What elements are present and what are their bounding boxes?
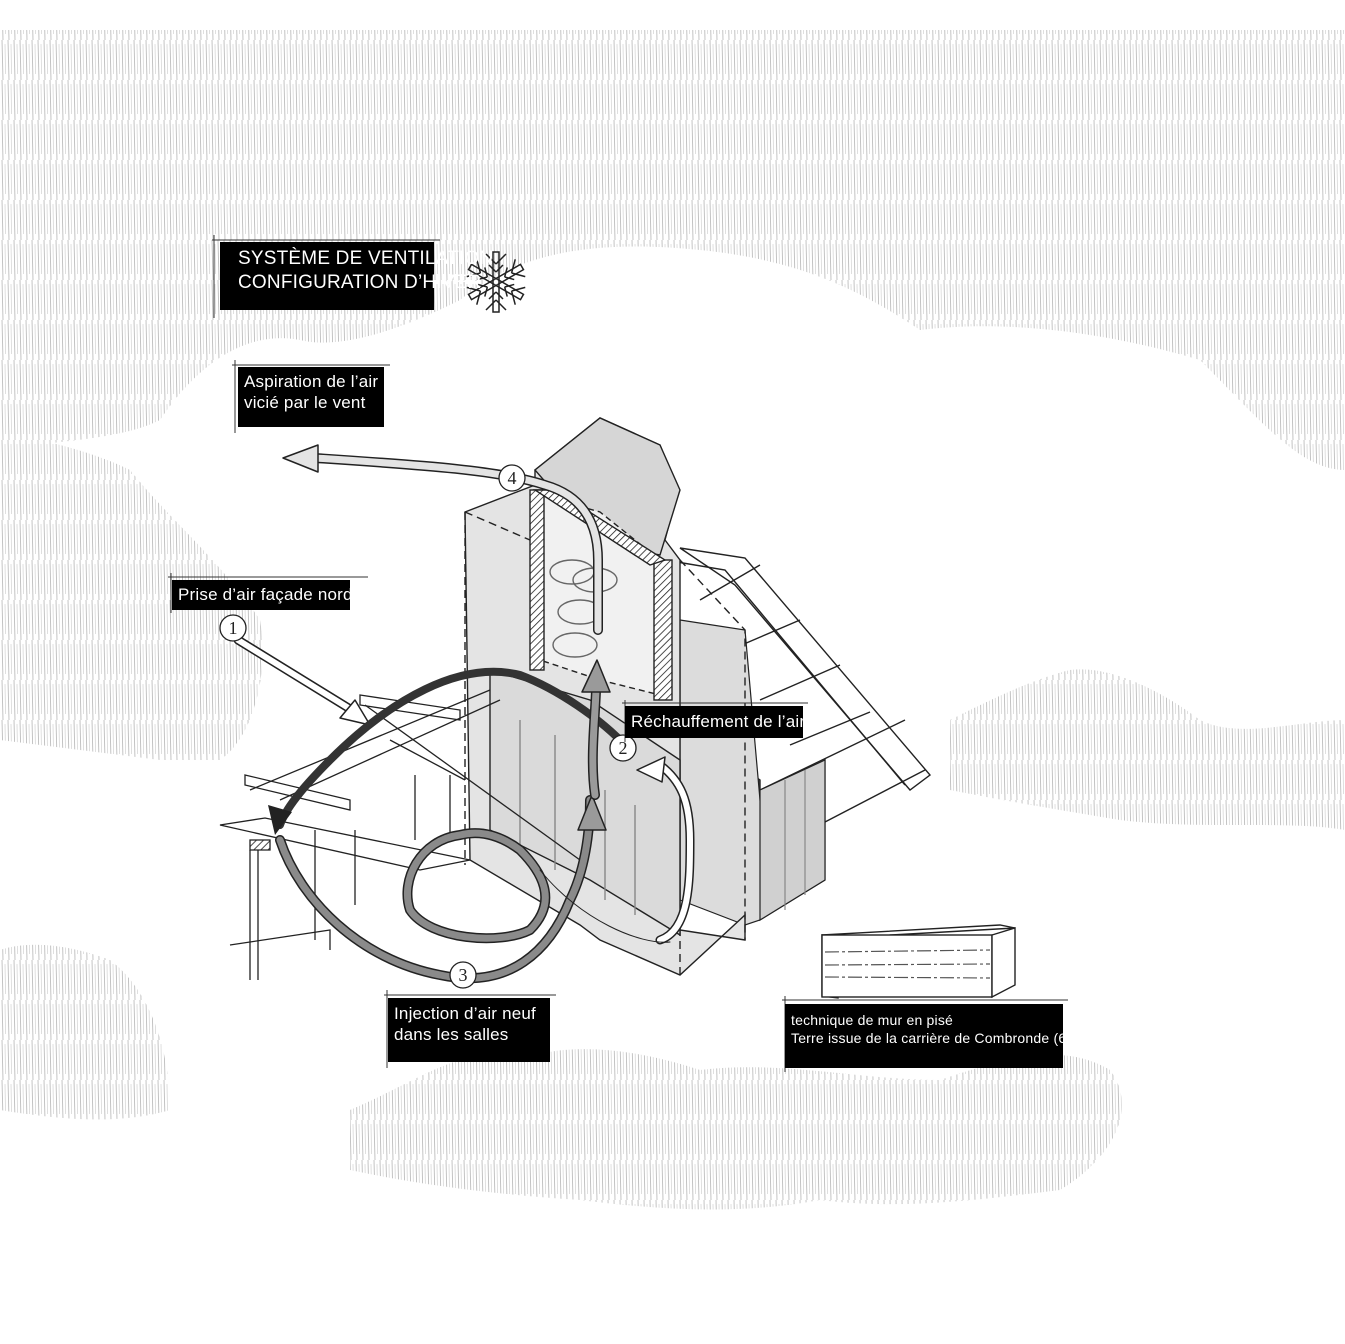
technique-line-2: Terre issue de la carrière de Combronde …	[791, 1029, 1080, 1046]
dark-flow-loop	[276, 667, 624, 829]
exhaust-arrowhead	[282, 444, 319, 473]
rammed-earth-sample	[821, 924, 1016, 999]
aspiration-line-2: vicié par le vent	[244, 393, 366, 413]
airflow-paths	[233, 444, 695, 984]
injection-line-2: dans les salles	[394, 1025, 509, 1045]
label-technique: technique de mur en pisé Terre issue de …	[785, 1004, 1080, 1068]
shaft-wall-right	[653, 559, 673, 701]
bottom-texture-band	[350, 1049, 1122, 1210]
warm-return-arrowhead	[636, 756, 666, 783]
snowflake-icon	[464, 251, 528, 313]
top-texture-band	[0, 30, 1345, 470]
background-texture	[0, 30, 1345, 1210]
label-injection: Injection d’air neuf dans les salles	[388, 998, 550, 1062]
intake-arrowhead	[339, 699, 371, 726]
marker-3-text: 3	[459, 965, 468, 985]
marker-2-text: 2	[619, 738, 628, 758]
aspiration-line-1: Aspiration de l’air	[244, 372, 379, 391]
left-texture-band	[0, 430, 263, 760]
label-rechauffement: Réchauffement de l’air	[625, 706, 806, 738]
technique-line-1: technique de mur en pisé	[791, 1012, 954, 1028]
label-prise-air: Prise d’air façade nord	[172, 580, 353, 610]
step-markers: 1 2 3 4	[219, 464, 637, 989]
diagram-title: Système de ventilation configuration d’h…	[220, 242, 494, 310]
injection-line-1: Injection d’air neuf	[394, 1004, 536, 1023]
prise-text: Prise d’air façade nord	[178, 585, 353, 604]
upflow-arrowhead-lower	[577, 794, 607, 831]
right-texture-band	[950, 669, 1345, 830]
title-line-2: configuration d’hiver	[238, 271, 482, 293]
marker-4-text: 4	[508, 468, 517, 488]
marker-3: 3	[449, 961, 477, 989]
dark-flow-arrowhead	[268, 805, 292, 835]
marker-2: 2	[609, 734, 637, 762]
title-line-1: Système de ventilation	[238, 248, 494, 269]
shaft-wall-left	[529, 489, 545, 671]
bottom-left-texture	[0, 944, 170, 1120]
upflow-arrowhead-upper	[581, 659, 611, 693]
marker-1-text: 1	[229, 618, 238, 638]
rammed-earth-walls	[679, 619, 826, 926]
marker-1: 1	[219, 614, 247, 642]
label-aspiration: Aspiration de l’air vicié par le vent	[238, 367, 384, 427]
rechauffement-text: Réchauffement de l’air	[631, 712, 806, 731]
marker-4: 4	[498, 464, 526, 492]
